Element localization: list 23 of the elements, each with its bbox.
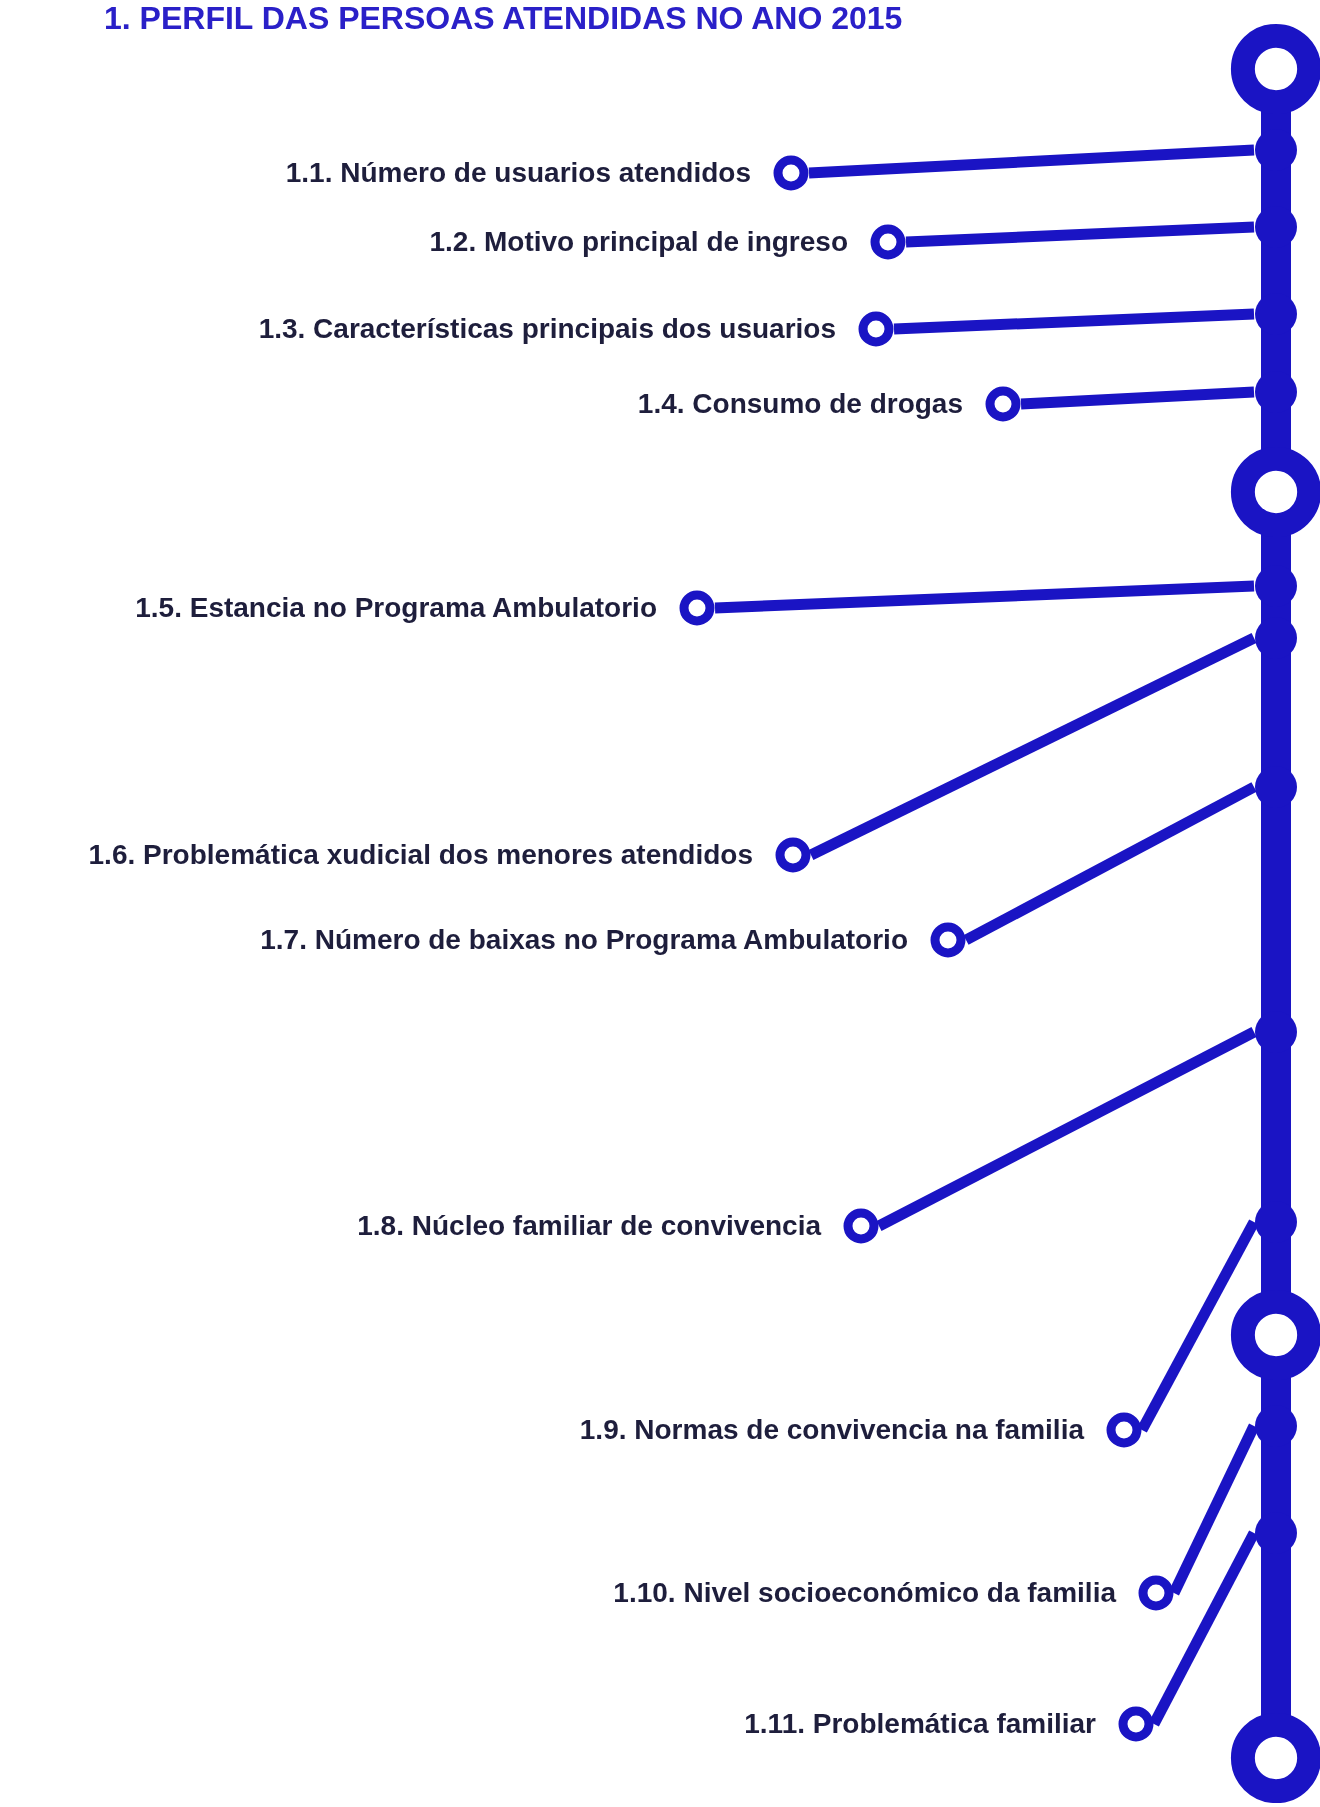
item-label: 1.10. Nivel socioeconómico da familia — [613, 1577, 1116, 1609]
connector-line — [893, 308, 1255, 335]
connector-line — [1137, 1219, 1259, 1433]
item-label: 1.5. Estancia no Programa Ambulatorio — [135, 592, 657, 624]
item-label: 1.4. Consumo de drogas — [637, 388, 963, 420]
item-label: 1.2. Motivo principal de ingreso — [429, 226, 848, 258]
connector-line — [905, 221, 1255, 248]
item-label: 1.7. Número de baixas no Programa Ambulatorio — [260, 924, 908, 956]
connector-line — [714, 580, 1255, 614]
item-label: 1.3. Características principais dos usuarios — [258, 313, 836, 345]
connector-line — [963, 782, 1257, 945]
heading: 1. PERFIL DAS PERSOAS ATENDIDAS NO ANO 2015 — [104, 0, 903, 37]
connector-line — [876, 1027, 1257, 1231]
item-label: 1.11. Problemática familiar — [744, 1708, 1096, 1740]
connector-line — [808, 144, 1255, 179]
connector-line — [1149, 1530, 1259, 1727]
item-label: 1.1. Número de usuarios atendidos — [285, 157, 751, 189]
item-label: 1.8. Núcleo familiar de convivencia — [357, 1210, 821, 1242]
connector-line — [808, 633, 1257, 860]
connector-line — [1169, 1423, 1259, 1596]
item-label: 1.9. Normas de convivencia na familia — [579, 1414, 1084, 1446]
item-label: 1.6. Problemática xudicial dos menores atendidos — [88, 839, 753, 871]
connector-line — [1020, 386, 1255, 410]
